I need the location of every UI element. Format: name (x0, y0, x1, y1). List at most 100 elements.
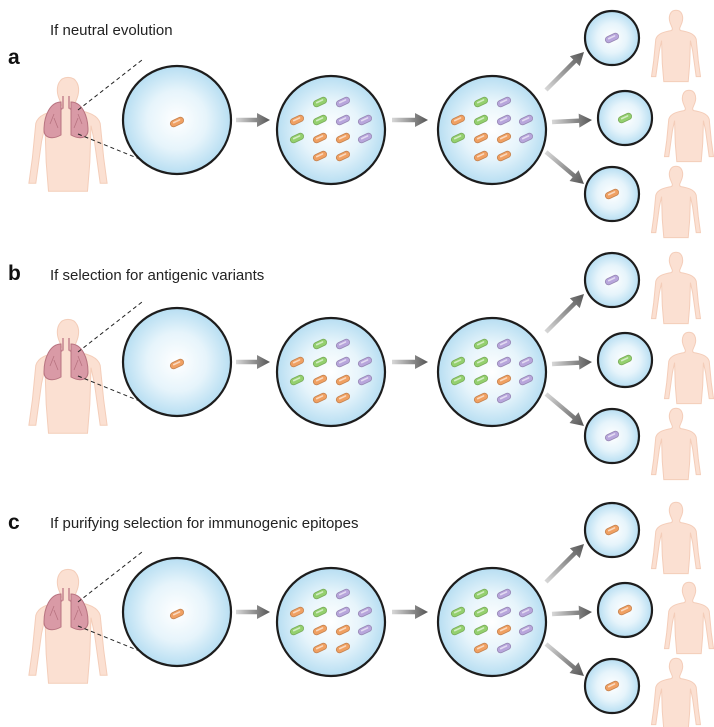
virus-particle-icon (473, 132, 489, 144)
virus-particle-icon (450, 624, 466, 636)
virus-particle-icon (357, 132, 373, 144)
virus-particle-icon (312, 132, 328, 144)
virus-particle-icon (496, 356, 512, 368)
arrow-icon (551, 605, 593, 620)
virus-particle-icon (169, 116, 185, 128)
virus-particle-icon (496, 114, 512, 126)
virus-particle-icon (289, 624, 305, 636)
panel-b: b If selection for antigenic variants (8, 251, 714, 481)
virus-particle-icon (312, 150, 328, 162)
lungs-icon (43, 96, 89, 139)
panel-title: If neutral evolution (50, 22, 173, 39)
virus-particle-icon (473, 338, 489, 350)
virus-particle-icon (289, 132, 305, 144)
virus-particle-icon (518, 624, 534, 636)
virus-particle-icon (312, 392, 328, 404)
virus-particle-icon (496, 132, 512, 144)
zoom-line (77, 625, 143, 653)
virus-particle-icon (604, 188, 620, 200)
virus-particle-icon (473, 606, 489, 618)
virus-particle-icon (335, 338, 351, 350)
culture-dish (436, 566, 548, 678)
virus-particle-icon (496, 588, 512, 600)
virus-particle-icon (169, 608, 185, 620)
person-silhouette-icon (650, 9, 702, 83)
virus-particle-icon (335, 96, 351, 108)
virus-particle-icon (450, 132, 466, 144)
virus-particle-icon (518, 374, 534, 386)
virus-particle-icon (357, 606, 373, 618)
virus-particle-icon (604, 680, 620, 692)
arrow-icon (551, 113, 593, 128)
virus-particle-icon (312, 642, 328, 654)
virus-particle-icon (617, 354, 633, 366)
virus-particle-icon (335, 624, 351, 636)
person-silhouette-icon (650, 251, 702, 325)
arrow-icon (551, 355, 593, 370)
panel-letter: c (8, 511, 20, 534)
person-silhouette-icon (28, 76, 108, 192)
person-silhouette-icon (28, 318, 108, 434)
virus-particle-icon (473, 356, 489, 368)
virus-particle-icon (450, 374, 466, 386)
culture-dish (275, 316, 387, 428)
virus-particle-icon (335, 588, 351, 600)
virus-particle-icon (473, 96, 489, 108)
arrow-icon (236, 605, 270, 619)
virus-particle-icon (357, 624, 373, 636)
person-silhouette-icon (650, 165, 702, 239)
arrow-icon (544, 544, 584, 584)
zoom-line (77, 133, 143, 161)
person-silhouette-icon (663, 331, 714, 405)
virus-particle-icon (518, 606, 534, 618)
virus-particle-icon (518, 114, 534, 126)
virus-particle-icon (312, 606, 328, 618)
panel-letter: b (8, 262, 21, 285)
virus-particle-icon (496, 392, 512, 404)
culture-dish (275, 566, 387, 678)
virus-particle-icon (312, 338, 328, 350)
person-silhouette-icon (663, 89, 714, 163)
virus-particle-icon (312, 356, 328, 368)
virus-particle-icon (518, 132, 534, 144)
culture-dish (436, 74, 548, 186)
arrow-icon (544, 392, 585, 427)
person-silhouette-icon (650, 501, 702, 575)
virus-particle-icon (473, 114, 489, 126)
arrow-icon (544, 294, 584, 334)
virus-particle-icon (604, 32, 620, 44)
virus-particle-icon (617, 112, 633, 124)
culture-dish (275, 74, 387, 186)
virus-particle-icon (496, 338, 512, 350)
virus-particle-icon (496, 150, 512, 162)
virus-particle-icon (289, 356, 305, 368)
arrow-icon (392, 355, 428, 369)
virus-particle-icon (473, 642, 489, 654)
virus-particle-icon (335, 356, 351, 368)
virus-particle-icon (335, 114, 351, 126)
person-silhouette-icon (650, 407, 702, 481)
panel-title: If selection for antigenic variants (50, 267, 264, 284)
virus-particle-icon (604, 524, 620, 536)
arrow-icon (236, 355, 270, 369)
person-silhouette-icon (650, 657, 702, 727)
panel-title: If purifying selection for immunogenic e… (50, 515, 359, 532)
panel-a: a If neutral evolution (8, 9, 714, 239)
virus-particle-icon (473, 588, 489, 600)
virus-particle-icon (335, 132, 351, 144)
virus-particle-icon (335, 642, 351, 654)
culture-dish (436, 316, 548, 428)
lungs-icon (43, 338, 89, 381)
virus-particle-icon (496, 606, 512, 618)
arrow-icon (236, 113, 270, 127)
virus-particle-icon (496, 96, 512, 108)
virus-particle-icon (496, 624, 512, 636)
virus-particle-icon (450, 356, 466, 368)
virus-particle-icon (312, 624, 328, 636)
virus-particle-icon (312, 96, 328, 108)
virus-particle-icon (335, 392, 351, 404)
person-silhouette-icon (663, 581, 714, 655)
arrow-icon (544, 642, 585, 677)
virus-particle-icon (617, 604, 633, 616)
